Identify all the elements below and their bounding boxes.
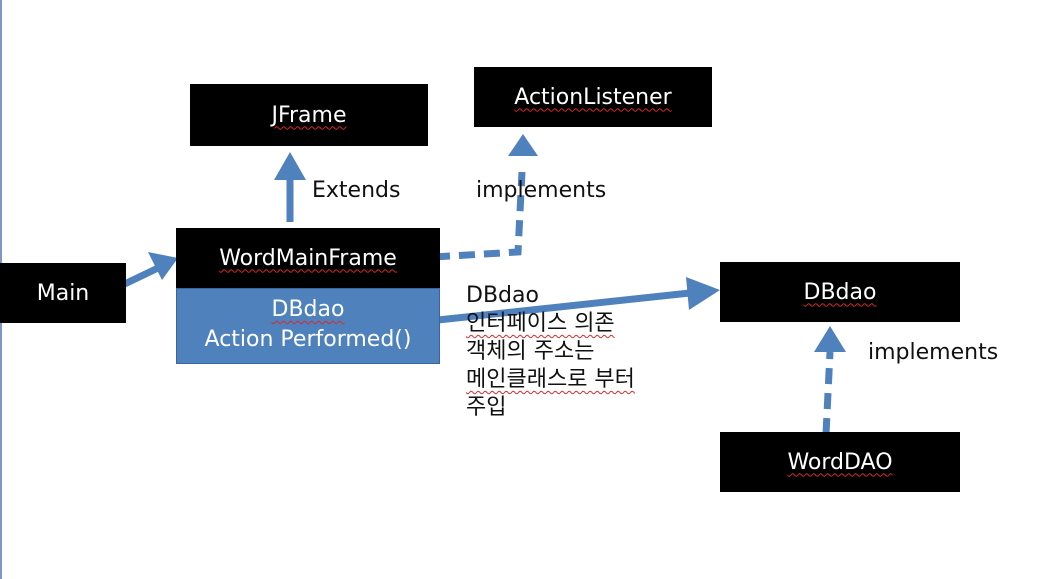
worddao-label: WordDAO xyxy=(787,449,893,475)
implements-dbdao-arrow xyxy=(814,326,846,435)
dependency-dbdao-arrow xyxy=(437,277,720,324)
note-line5: 주입 xyxy=(466,395,507,420)
extends-label: Extends xyxy=(312,178,401,203)
extends-arrow xyxy=(274,152,306,222)
dbdao-box: DBdao xyxy=(720,262,960,322)
injection-note: DBdao 인터페이스 의존 객체의 주소는 메인클래스로 부터 주입 xyxy=(466,282,635,422)
wordmainframe-body-line2: Action Performed() xyxy=(204,327,412,352)
note-line2: 인터페이스 의존 xyxy=(466,311,615,336)
wordmainframe-body-line1: DBdao xyxy=(271,297,345,322)
worddao-box: WordDAO xyxy=(720,432,960,492)
jframe-box: JFrame xyxy=(190,84,428,146)
wordmainframe-box: WordMainFrame xyxy=(176,228,440,288)
dbdao-label: DBdao xyxy=(803,279,877,305)
jframe-label: JFrame xyxy=(271,102,347,128)
main-label: Main xyxy=(36,280,90,306)
implements-top-label: implements xyxy=(476,178,607,203)
note-line1: DBdao xyxy=(466,283,539,308)
actionlistener-box: ActionListener xyxy=(474,67,712,127)
note-line3: 객체의 주소는 xyxy=(466,339,595,364)
wordmainframe-body: DBdao Action Performed() xyxy=(176,288,440,364)
wordmainframe-label: WordMainFrame xyxy=(219,245,397,271)
main-box: Main xyxy=(0,263,126,323)
implements-actionlistener-arrow xyxy=(433,134,538,261)
implements-right-label: implements xyxy=(868,340,999,365)
actionlistener-label: ActionListener xyxy=(514,84,672,110)
note-line4: 메인클래스로 부터 xyxy=(466,367,635,392)
